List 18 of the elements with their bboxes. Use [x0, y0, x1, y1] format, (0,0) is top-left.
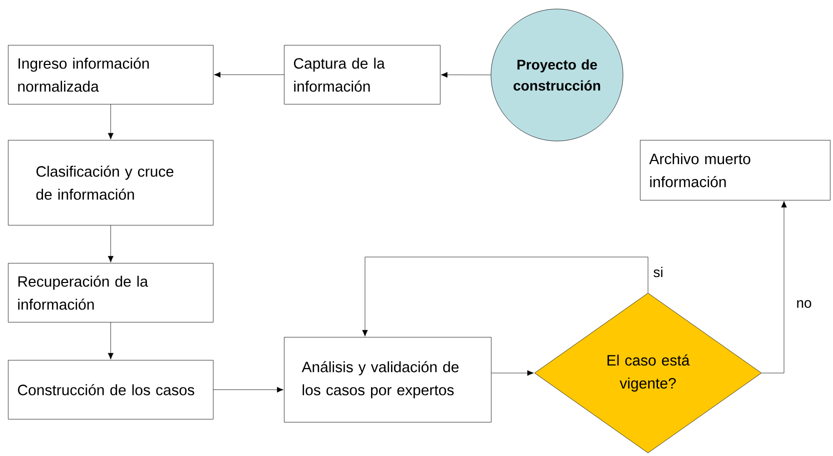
arrow [213, 386, 284, 393]
arrow [440, 72, 491, 78]
arrow [362, 256, 648, 336]
process-box: Recuperación de la información [8, 263, 214, 322]
process-box: Construcción de los casos [8, 360, 214, 420]
arrow [108, 104, 114, 140]
process-box: Análisis y validación de los casos por expertos [284, 337, 492, 422]
arrow [108, 322, 114, 360]
arrow [108, 225, 114, 262]
process-box: Captura de la información [284, 45, 440, 104]
edge-label: no [795, 299, 813, 309]
process-box: Archivo muerto información [640, 140, 830, 200]
arrow [491, 370, 534, 376]
arrow [762, 200, 787, 374]
process-box: Clasificación y cruce de información [8, 140, 214, 226]
process-box: Ingreso información normalizada [8, 45, 214, 104]
edge-label: si [652, 266, 664, 278]
arrow [214, 72, 284, 78]
